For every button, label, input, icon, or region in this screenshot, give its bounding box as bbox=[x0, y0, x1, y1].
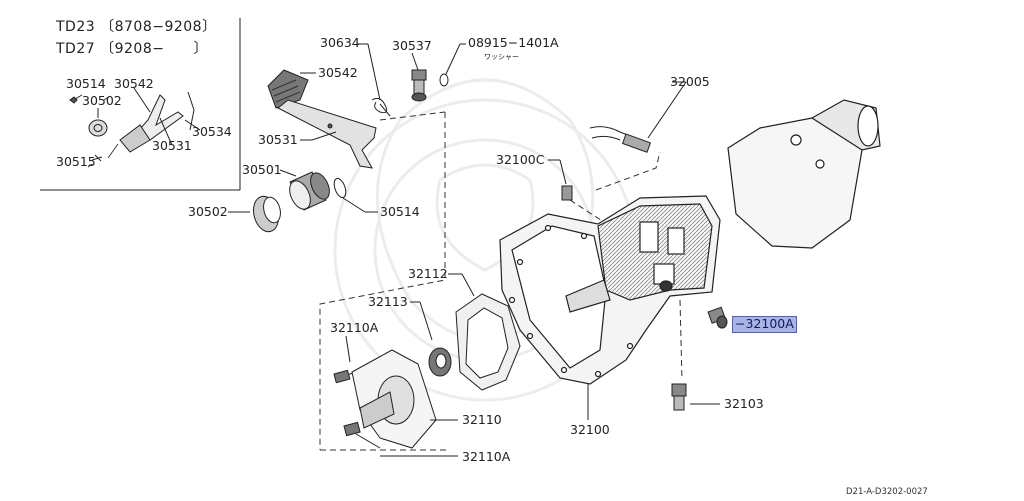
gasket-32112-drawing bbox=[448, 273, 521, 391]
part-label-30502[interactable]: 30502 bbox=[188, 204, 228, 219]
clutch-housing-32100-drawing bbox=[499, 195, 721, 385]
inset-label-30534[interactable]: 30534 bbox=[192, 124, 232, 139]
part-label-32113[interactable]: 32113 bbox=[368, 294, 408, 309]
bolt-32110A-top-drawing bbox=[333, 335, 357, 384]
inset-label-30531[interactable]: 30531 bbox=[152, 138, 192, 153]
part-label-30537[interactable]: 30537 bbox=[392, 38, 432, 53]
inset-label-30514[interactable]: 30514 bbox=[66, 76, 106, 91]
part-label-30514[interactable]: 30514 bbox=[380, 204, 420, 219]
part-label-32103[interactable]: 32103 bbox=[724, 396, 764, 411]
part-label-30501[interactable]: 30501 bbox=[242, 162, 282, 177]
inset-leaders bbox=[103, 95, 119, 159]
part-label-30531[interactable]: 30531 bbox=[258, 132, 298, 147]
withdrawal-lever-30531-drawing bbox=[277, 99, 377, 169]
assembly-guide-lines bbox=[319, 111, 683, 451]
part-label-32110A-bottom[interactable]: 32110A bbox=[462, 449, 511, 464]
inset-label-30515[interactable]: 30515 bbox=[56, 154, 96, 169]
release-bearing-30502-drawing bbox=[228, 195, 281, 233]
diagram-code: D21-A-D3202-0027 bbox=[846, 487, 928, 497]
inset-box bbox=[40, 18, 241, 191]
extension-housing-drawing bbox=[727, 99, 881, 249]
pivot-bolt-30537-drawing bbox=[411, 52, 427, 102]
bearing-sleeve-30501-drawing bbox=[279, 169, 330, 211]
part-label-30634[interactable]: 30634 bbox=[320, 35, 360, 50]
bolt-32110A-bottom-drawing bbox=[343, 421, 458, 457]
oil-seal-32113-drawing bbox=[410, 301, 452, 377]
plug-32100A-drawing bbox=[707, 306, 728, 329]
dust-boot-30542-drawing bbox=[267, 69, 316, 109]
part-label-32100C[interactable]: 32100C bbox=[496, 152, 545, 167]
part-label-32100A-highlighted[interactable]: −32100A bbox=[732, 316, 797, 333]
part-note-washer: ワッシャー bbox=[484, 53, 519, 61]
part-label-32110[interactable]: 32110 bbox=[462, 412, 502, 427]
part-label-30542[interactable]: 30542 bbox=[318, 65, 358, 80]
inset-label-30542[interactable]: 30542 bbox=[114, 76, 154, 91]
inset-label-30502[interactable]: 30502 bbox=[82, 93, 122, 108]
part-label-08915[interactable]: 08915−1401A bbox=[468, 35, 559, 50]
clip-30514-drawing bbox=[333, 177, 378, 213]
plug-32100C-drawing bbox=[548, 159, 573, 201]
part-label-32110A-top[interactable]: 32110A bbox=[330, 320, 379, 335]
inset-release-fork-drawing bbox=[69, 87, 201, 168]
sensor-32005-drawing bbox=[589, 81, 687, 153]
inset-model-line-1: TD23 〔8708−9208〕 bbox=[56, 19, 217, 35]
part-label-32100[interactable]: 32100 bbox=[570, 422, 610, 437]
washer-08915-drawing bbox=[439, 43, 466, 87]
inset-model-line-2: TD27 〔9208− 〕 bbox=[56, 41, 208, 57]
part-label-32005[interactable]: 32005 bbox=[670, 74, 710, 89]
spring-clip-30634-drawing bbox=[357, 43, 391, 117]
part-label-32112[interactable]: 32112 bbox=[408, 266, 448, 281]
drain-plug-32103-drawing bbox=[671, 383, 720, 411]
front-cover-32110-drawing bbox=[351, 349, 458, 449]
